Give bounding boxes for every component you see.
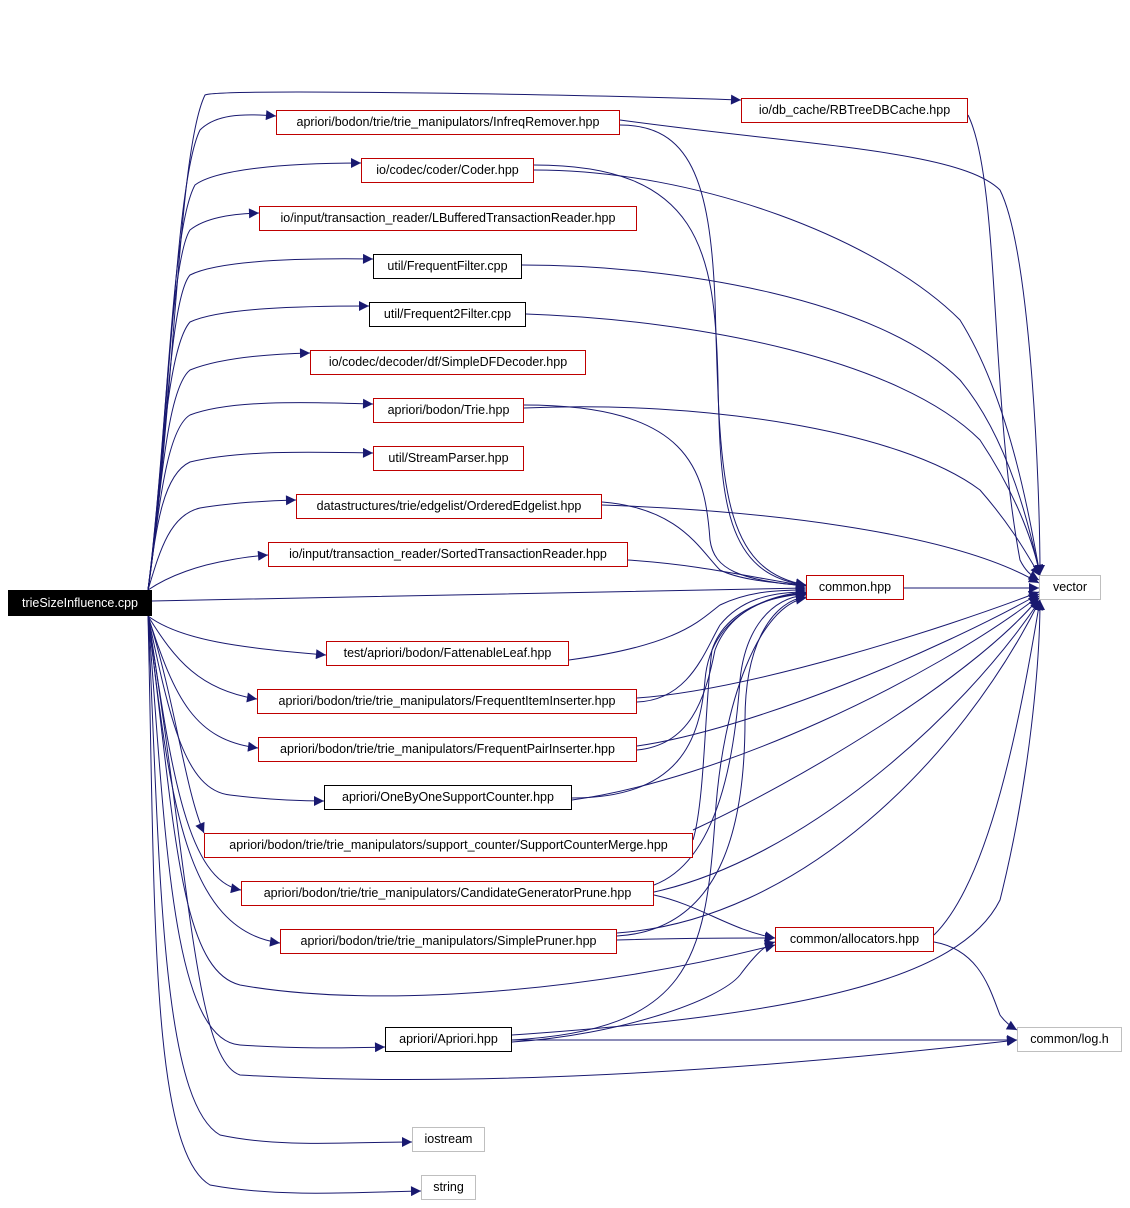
edge-root-string (147, 615, 422, 1197)
edge-freqfilter-vector (521, 264, 1043, 576)
edge-coder-vector (533, 169, 1044, 576)
edge-pruner-common (616, 592, 807, 937)
edge-fattenable-common (568, 585, 807, 661)
node-rbtree-db-cache[interactable]: io/db_cache/RBTreeDBCache.hpp (741, 98, 968, 123)
edge-root-scmerge (147, 615, 205, 834)
edge-root-ordered (147, 495, 297, 591)
edge-scmerge-vector (692, 597, 1040, 831)
edge-alloc-vector (933, 599, 1044, 936)
node-common-allocators[interactable]: common/allocators.hpp (775, 927, 934, 952)
node-frequent2-filter[interactable]: util/Frequent2Filter.cpp (369, 302, 526, 327)
edge-trie-common (523, 404, 807, 591)
edge-root-freq2filter (147, 301, 370, 591)
edge-alloc-log (933, 941, 1018, 1031)
edge-root-iostream (147, 615, 413, 1148)
edge-root-onebyone (147, 615, 325, 806)
node-support-counter-merge[interactable]: apriori/bodon/trie/trie_manipulators/sup… (204, 833, 693, 858)
edge-candgen-vector (653, 599, 1041, 893)
node-sorted-transaction-reader[interactable]: io/input/transaction_reader/SortedTransa… (268, 542, 628, 567)
node-simple-pruner[interactable]: apriori/bodon/trie/trie_manipulators/Sim… (280, 929, 617, 954)
edge-root-pairins (147, 615, 259, 752)
edge-ordered-vector (601, 504, 1040, 584)
edge-pairins-vector (636, 593, 1040, 747)
edge-root-common (151, 583, 807, 602)
node-one-by-one-support-counter[interactable]: apriori/OneByOneSupportCounter.hpp (324, 785, 572, 810)
edge-itemins-common (636, 587, 807, 703)
edge-candgen-alloc (653, 894, 776, 942)
node-frequent-item-inserter[interactable]: apriori/bodon/trie/trie_manipulators/Fre… (257, 689, 637, 714)
edge-sorted-common (627, 559, 807, 590)
node-ordered-edgelist[interactable]: datastructures/trie/edgelist/OrderedEdge… (296, 494, 602, 519)
edge-root-log (147, 615, 1018, 1081)
edge-infreq-common (619, 124, 807, 589)
edge-onebyone-vector (571, 595, 1040, 801)
edge-apriori-common (511, 594, 807, 1041)
edge-candgen-common (653, 590, 807, 886)
node-candidate-generator-prune[interactable]: apriori/bodon/trie/trie_manipulators/Can… (241, 881, 654, 906)
edge-root-sorted (147, 550, 269, 591)
node-frequent-pair-inserter[interactable]: apriori/bodon/trie/trie_manipulators/Fre… (258, 737, 637, 762)
edge-root-apriori (147, 615, 386, 1053)
edge-pruner-vector (616, 599, 1041, 934)
node-iostream: iostream (412, 1127, 485, 1152)
edge-trie-vector (523, 406, 1041, 577)
dependency-edges (147, 91, 1045, 1197)
edge-root-infreq (147, 110, 277, 591)
edge-root-rbtree (147, 91, 742, 591)
node-infreq-remover[interactable]: apriori/bodon/trie/trie_manipulators/Inf… (276, 110, 620, 135)
edge-apriori-vector (511, 599, 1045, 1036)
edge-root-simpledf (147, 348, 311, 591)
node-trie[interactable]: apriori/bodon/Trie.hpp (373, 398, 524, 423)
edge-coder-common (533, 164, 807, 589)
edge-rbtree-vector (967, 114, 1040, 581)
edge-root-trie (147, 398, 374, 591)
edge-freq2filter-vector (525, 313, 1043, 576)
edge-root-alloc (147, 615, 776, 997)
edge-pairins-common (636, 587, 807, 751)
edge-root-freqfilter (147, 253, 374, 591)
edge-root-itemins (147, 615, 258, 703)
node-simple-df-decoder[interactable]: io/codec/decoder/df/SimpleDFDecoder.hpp (310, 350, 586, 375)
edge-pruner-alloc (616, 933, 776, 944)
node-vector: vector (1039, 575, 1101, 600)
node-string: string (421, 1175, 476, 1200)
node-stream-parser[interactable]: util/StreamParser.hpp (373, 446, 524, 471)
node-coder[interactable]: io/codec/coder/Coder.hpp (361, 158, 534, 183)
node-common-hpp[interactable]: common.hpp (806, 575, 904, 600)
node-lbuffered-transaction-reader[interactable]: io/input/transaction_reader/LBufferedTra… (259, 206, 637, 231)
node-fattenable-leaf[interactable]: test/apriori/bodon/FattenableLeaf.hpp (326, 641, 569, 666)
node-root-file[interactable]: trieSizeInfluence.cpp (8, 590, 152, 616)
edge-itemins-vector (636, 590, 1040, 699)
edge-apriori-alloc (511, 940, 776, 1043)
edge-infreq-vector (619, 119, 1045, 576)
edge-ordered-common (601, 501, 807, 590)
node-common-log: common/log.h (1017, 1027, 1122, 1052)
node-frequent-filter[interactable]: util/FrequentFilter.cpp (373, 254, 522, 279)
edge-scmerge-common (692, 589, 807, 841)
edge-root-stream (147, 447, 374, 591)
node-apriori-hpp[interactable]: apriori/Apriori.hpp (385, 1027, 512, 1052)
edge-root-fattenable (147, 615, 327, 660)
